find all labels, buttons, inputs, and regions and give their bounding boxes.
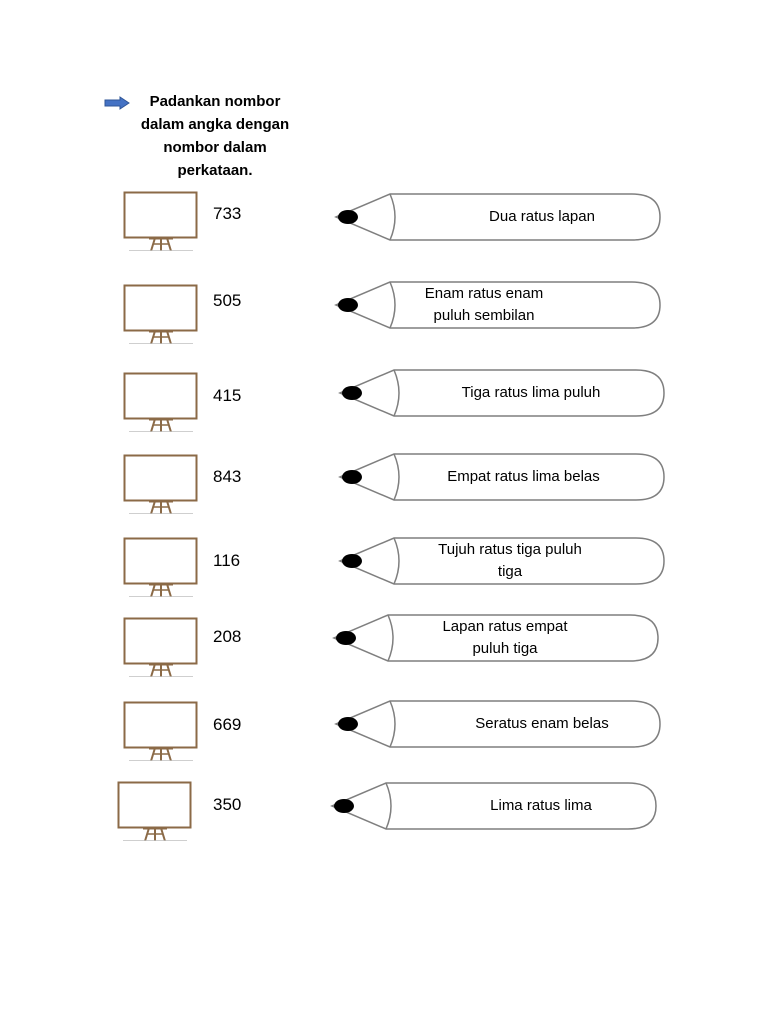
- pencil-box[interactable]: Tujuh ratus tiga puluh tiga: [336, 534, 668, 588]
- pencil-box[interactable]: Empat ratus lima belas: [336, 450, 668, 504]
- easel-icon: [123, 284, 199, 345]
- pencil-label: Dua ratus lapan: [489, 208, 595, 225]
- number-label: 843: [213, 467, 242, 486]
- easel-icon: [123, 701, 199, 762]
- easel-icon: [123, 617, 199, 678]
- pencil-label: Tiga ratus lima puluh: [461, 384, 601, 401]
- pencil-label: Enam ratus enam puluh sembilan: [424, 285, 544, 324]
- number-label: 669: [213, 715, 242, 734]
- pencil-label: Empat ratus lima belas: [447, 468, 600, 485]
- instruction-text: Padankan nombor dalam angka dengan nombo…: [140, 93, 290, 179]
- pencil-box[interactable]: Tiga ratus lima puluh: [336, 366, 668, 420]
- easel-icon: [123, 537, 199, 598]
- pencil-box[interactable]: Lima ratus lima: [328, 779, 660, 833]
- pencil-label: Lapan ratus empat puluh tiga: [442, 618, 568, 657]
- number-label: 733: [213, 204, 242, 223]
- number-label: 505: [213, 291, 242, 310]
- number-label: 415: [213, 386, 242, 405]
- easel-icon: [123, 372, 199, 433]
- number-label: 208: [213, 627, 242, 646]
- pencil-label: Seratus enam belas: [475, 715, 609, 732]
- pencil-box[interactable]: Enam ratus enam puluh sembilan: [332, 278, 664, 332]
- easel-icon: [117, 781, 193, 842]
- number-label: 116: [213, 551, 241, 570]
- pencil-label: Tujuh ratus tiga puluh tiga: [438, 541, 582, 580]
- number-label: 350: [213, 795, 242, 814]
- easel-icon: [123, 191, 199, 252]
- pencil-box[interactable]: Dua ratus lapan: [332, 190, 664, 244]
- arrow-right-icon: [104, 96, 130, 110]
- easel-icon: [123, 454, 199, 515]
- pencil-label: Lima ratus lima: [490, 797, 592, 814]
- pencil-box[interactable]: Seratus enam belas: [332, 697, 664, 751]
- pencil-box[interactable]: Lapan ratus empat puluh tiga: [330, 611, 662, 665]
